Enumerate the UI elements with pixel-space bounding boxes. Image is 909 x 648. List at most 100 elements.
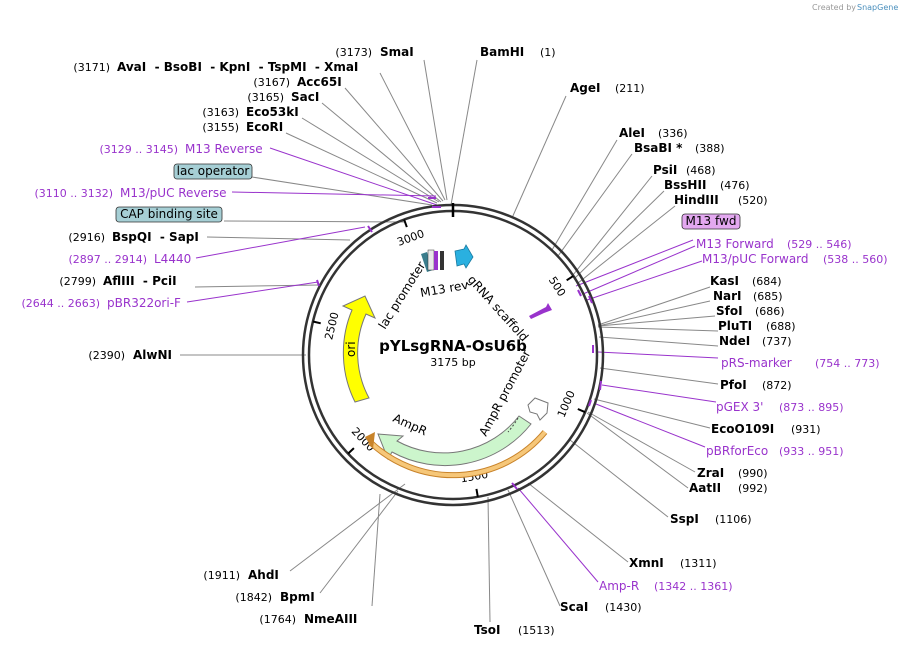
leader-ava xyxy=(379,72,446,201)
primer-leader-lines xyxy=(186,147,719,583)
feature-ampr-dotted xyxy=(507,417,519,433)
tick-500 xyxy=(566,275,574,282)
tick-label-1000: 1000 xyxy=(555,389,578,420)
enzyme-agei: AgeI xyxy=(570,81,600,95)
leader-m13pucrev xyxy=(231,191,437,197)
leader-alei xyxy=(551,139,618,251)
enzyme-pos-sfoi: (686) xyxy=(755,305,785,318)
leader-pluti xyxy=(597,326,719,332)
enzyme-pos-nari: (685) xyxy=(753,290,783,303)
label-ampr: AmpR xyxy=(391,411,429,438)
enzyme-pos-ndei: (737) xyxy=(762,335,792,348)
primer-prs-marker: pRS-marker xyxy=(721,356,792,370)
leader-m13fwd xyxy=(582,245,696,295)
leader-ecoo109i xyxy=(593,398,711,429)
primer-pgex: pGEX 3' xyxy=(716,400,763,414)
leader-m13fwd-box xyxy=(575,239,694,287)
leader-lacop xyxy=(251,176,433,206)
leader-psii xyxy=(572,175,653,276)
leader-bamhi xyxy=(450,59,478,206)
feature-grna-scaffold-arrow xyxy=(454,244,474,269)
leader-m13rev xyxy=(269,147,438,206)
primer-range-pbr322: (2644 .. 2663) xyxy=(21,297,100,310)
primer-l4440: L4440 xyxy=(154,252,191,266)
leader-smai xyxy=(423,59,448,201)
primer-mark-pbrforeco xyxy=(588,399,592,407)
primer-range-m13pucrev: (3110 .. 3132) xyxy=(34,187,113,200)
primer-range-prs: (754 .. 773) xyxy=(815,357,880,370)
primer-mark-ampr xyxy=(511,482,518,490)
leader-bsshii xyxy=(574,190,665,279)
primer-range-m13fwd: (529 .. 546) xyxy=(787,238,852,251)
primer-pbrforeco: pBRforEco xyxy=(706,444,768,458)
leader-sfoi xyxy=(597,315,716,327)
label-grna-scaffold: gRNA scaffold xyxy=(465,273,531,345)
enzyme-pos-bpmi: (1842) xyxy=(235,591,272,604)
primer-m13pucrev: M13/pUC Reverse xyxy=(120,186,227,200)
primer-pbr322: pBR322ori-F xyxy=(107,296,181,310)
enzyme-ndei: NdeI xyxy=(719,334,750,348)
leader-nmeaiii xyxy=(371,493,381,607)
enzyme-eco53ki: Eco53kI xyxy=(246,105,299,119)
leader-zrai xyxy=(587,411,696,473)
enzyme-pos-saci: (3165) xyxy=(247,91,284,104)
enzyme-pos-smai: (3173) xyxy=(335,46,372,59)
plasmid-name: pYLsgRNA-OsU6b xyxy=(379,337,527,355)
primer-m13rev: M13 Reverse xyxy=(185,142,263,156)
enzyme-pos-sspi: (1106) xyxy=(715,513,752,526)
enzyme-pos-ava: (3171) xyxy=(73,61,110,74)
enzyme-smai: SmaI xyxy=(380,45,414,59)
leader-agei xyxy=(511,95,567,219)
enzyme-pos-aatii: (992) xyxy=(738,482,768,495)
enzyme-pos-agei: (211) xyxy=(615,82,645,95)
leader-ahdi xyxy=(289,483,406,572)
leader-scai xyxy=(507,489,561,607)
enzyme-xmni: XmnI xyxy=(629,556,664,570)
leader-pbr322 xyxy=(186,281,319,303)
primer-range-pbrforeco: (933 .. 951) xyxy=(779,445,844,458)
leader-m13pucfwd xyxy=(586,260,703,301)
annotation-boxes: lac operator CAP binding site M13 fwd xyxy=(115,163,741,230)
tick-label-2500: 2500 xyxy=(322,311,341,341)
primer-mark-m13pucfwd xyxy=(588,295,593,304)
enzyme-nari: NarI xyxy=(713,289,742,303)
enzyme-saci: SacI xyxy=(291,90,319,104)
enzyme-pos-kasi: (684) xyxy=(752,275,782,288)
leader-nari xyxy=(597,300,711,327)
enzyme-ahdi: AhdI xyxy=(248,568,279,582)
feature-m13fwd-arrow xyxy=(529,303,552,319)
primer-range-pgex: (873 .. 895) xyxy=(779,401,844,414)
primer-mark-m13fwd xyxy=(577,289,582,297)
primer-labels: (3129 .. 3145) M13 Reverse (3110 .. 3132… xyxy=(21,142,887,593)
feature-cap-mark xyxy=(427,249,435,271)
enzyme-pluti: PluTI xyxy=(718,319,752,333)
leader-aatii xyxy=(586,412,689,489)
box-m13-fwd xyxy=(681,213,741,230)
enzyme-labels: (3173) SmaI BamHI (1) (3171) AvaI - BsoB… xyxy=(59,45,820,637)
credit-brand: SnapGene xyxy=(857,3,898,12)
leader-lines xyxy=(180,59,719,623)
enzyme-pos-bsshii: (476) xyxy=(720,179,750,192)
leader-eco53ki xyxy=(301,117,440,203)
enzyme-sfoi: SfoI xyxy=(716,304,743,318)
leader-saci xyxy=(321,102,442,203)
enzyme-ecori: EcoRI xyxy=(246,120,283,134)
enzyme-alwni: AlwNI xyxy=(133,348,172,362)
primer-range-l4440: (2897 .. 2914) xyxy=(68,253,147,266)
enzyme-pos-bamhi: (1) xyxy=(540,46,556,59)
enzyme-pos-tsoi: (1513) xyxy=(518,624,555,637)
leader-tsoi xyxy=(487,496,491,623)
enzyme-pos-zrai: (990) xyxy=(738,467,768,480)
enzyme-bspqi-sapi: BspQI - SapI xyxy=(112,230,199,244)
enzyme-pos-alwni: (2390) xyxy=(88,349,125,362)
feature-ampr-arrow xyxy=(377,415,532,466)
enzyme-bsabi: BsaBI * xyxy=(634,141,683,155)
primer-range-m13pucfwd: (538 .. 560) xyxy=(823,253,888,266)
primer-mark-pbr322 xyxy=(316,279,320,287)
leader-hindiii xyxy=(577,205,676,284)
primer-ampr: Amp-R xyxy=(599,579,639,593)
enzyme-pos-bspqi: (2916) xyxy=(68,231,105,244)
leader-prs xyxy=(597,351,719,359)
enzyme-pfoi: PfoI xyxy=(720,378,747,392)
leader-acc65i xyxy=(344,87,444,202)
